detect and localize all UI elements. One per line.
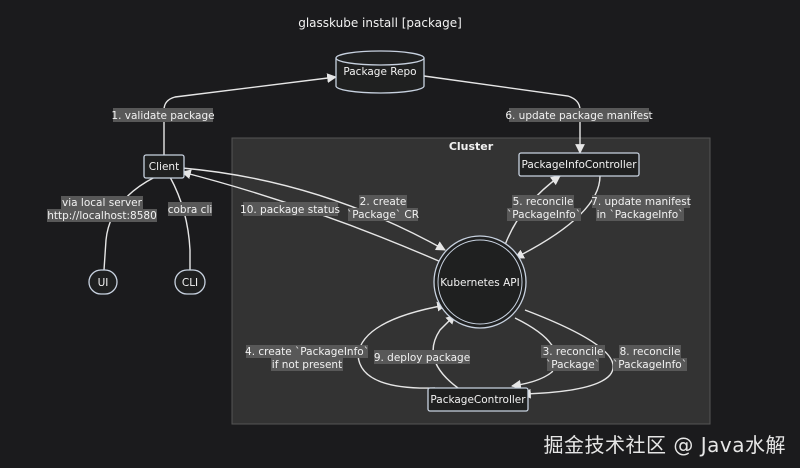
label-reconcile-packageinfo-5: 5. reconcile `PackageInfo`: [507, 195, 581, 221]
node-package-repo-label: Package Repo: [343, 66, 416, 78]
svg-text:via local server: via local server: [62, 197, 143, 209]
svg-text:9. deploy package: 9. deploy package: [374, 352, 470, 364]
label-reconcile-packageinfo-8: 8. reconcile `PackageInfo`: [613, 345, 687, 371]
edge-reconcile-package-3: [511, 317, 557, 390]
edge-reconcile-packageinfo-8: [521, 309, 614, 399]
svg-text:8. reconcile: 8. reconcile: [620, 346, 681, 358]
svg-text:3. reconcile: 3. reconcile: [543, 346, 604, 358]
svg-text:1. validate package: 1. validate package: [111, 110, 214, 122]
label-update-package-manifest: 6. update package manifest: [505, 108, 653, 122]
svg-text:2. create: 2. create: [360, 196, 407, 208]
node-package-controller[interactable]: PackageController: [427, 387, 529, 412]
svg-text:`Package`: `Package`: [546, 359, 600, 371]
svg-text:in `PackageInfo`: in `PackageInfo`: [597, 209, 684, 221]
label-package-status: 10. package status: [240, 202, 340, 216]
node-client-label: Client: [149, 161, 179, 173]
label-reconcile-package-3: 3. reconcile `Package`: [541, 345, 605, 371]
node-package-info-controller[interactable]: PackageInfoController: [518, 152, 640, 177]
node-cli-label: CLI: [182, 277, 198, 289]
node-ui[interactable]: UI: [88, 269, 118, 295]
edge-client-cli: [169, 176, 191, 270]
svg-text:`PackageInfo`: `PackageInfo`: [613, 359, 687, 371]
edge-client-ui: [103, 176, 156, 271]
svg-text:10. package status: 10. package status: [240, 204, 340, 216]
label-update-manifest-7: 7. update manifest in `PackageInfo`: [591, 195, 691, 221]
svg-text:`PackageInfo`: `PackageInfo`: [507, 209, 581, 221]
svg-text:`Package` CR: `Package` CR: [347, 209, 419, 221]
label-create-packageinfo-4: 4. create `PackageInfo` if not present: [245, 345, 369, 371]
node-kubernetes-api[interactable]: Kubernetes API: [433, 235, 527, 329]
node-client[interactable]: Client: [143, 154, 185, 179]
svg-text:6. update package manifest: 6. update package manifest: [505, 110, 652, 122]
label-validate-package: 1. validate package: [111, 108, 215, 122]
label-deploy-package-9: 9. deploy package: [374, 350, 470, 364]
label-cobra-cli: cobra cli: [168, 202, 213, 216]
svg-text:4. create `PackageInfo`: 4. create `PackageInfo`: [245, 346, 369, 358]
svg-text:if not present: if not present: [272, 359, 342, 371]
node-package-info-controller-label: PackageInfoController: [521, 159, 637, 171]
edge-create-package: [181, 167, 446, 251]
svg-text:http://localhost:8580: http://localhost:8580: [47, 210, 157, 222]
node-package-repo[interactable]: Package Repo: [335, 50, 425, 94]
node-cli[interactable]: CLI: [174, 269, 206, 295]
diagram-title: glasskube install [package]: [298, 16, 462, 30]
node-kubernetes-api-label: Kubernetes API: [440, 277, 519, 289]
label-create-package: 2. create `Package` CR: [347, 195, 419, 221]
svg-text:7. update manifest: 7. update manifest: [591, 196, 691, 208]
node-package-controller-label: PackageController: [430, 394, 526, 406]
svg-text:cobra cli: cobra cli: [168, 204, 213, 216]
node-ui-label: UI: [98, 277, 109, 289]
label-via-local-server: via local server http://localhost:8580: [47, 196, 157, 222]
svg-text:5. reconcile: 5. reconcile: [513, 196, 574, 208]
cluster-label: Cluster: [449, 140, 494, 153]
watermark-text: 掘金技术社区 @ Java水解: [543, 433, 786, 457]
